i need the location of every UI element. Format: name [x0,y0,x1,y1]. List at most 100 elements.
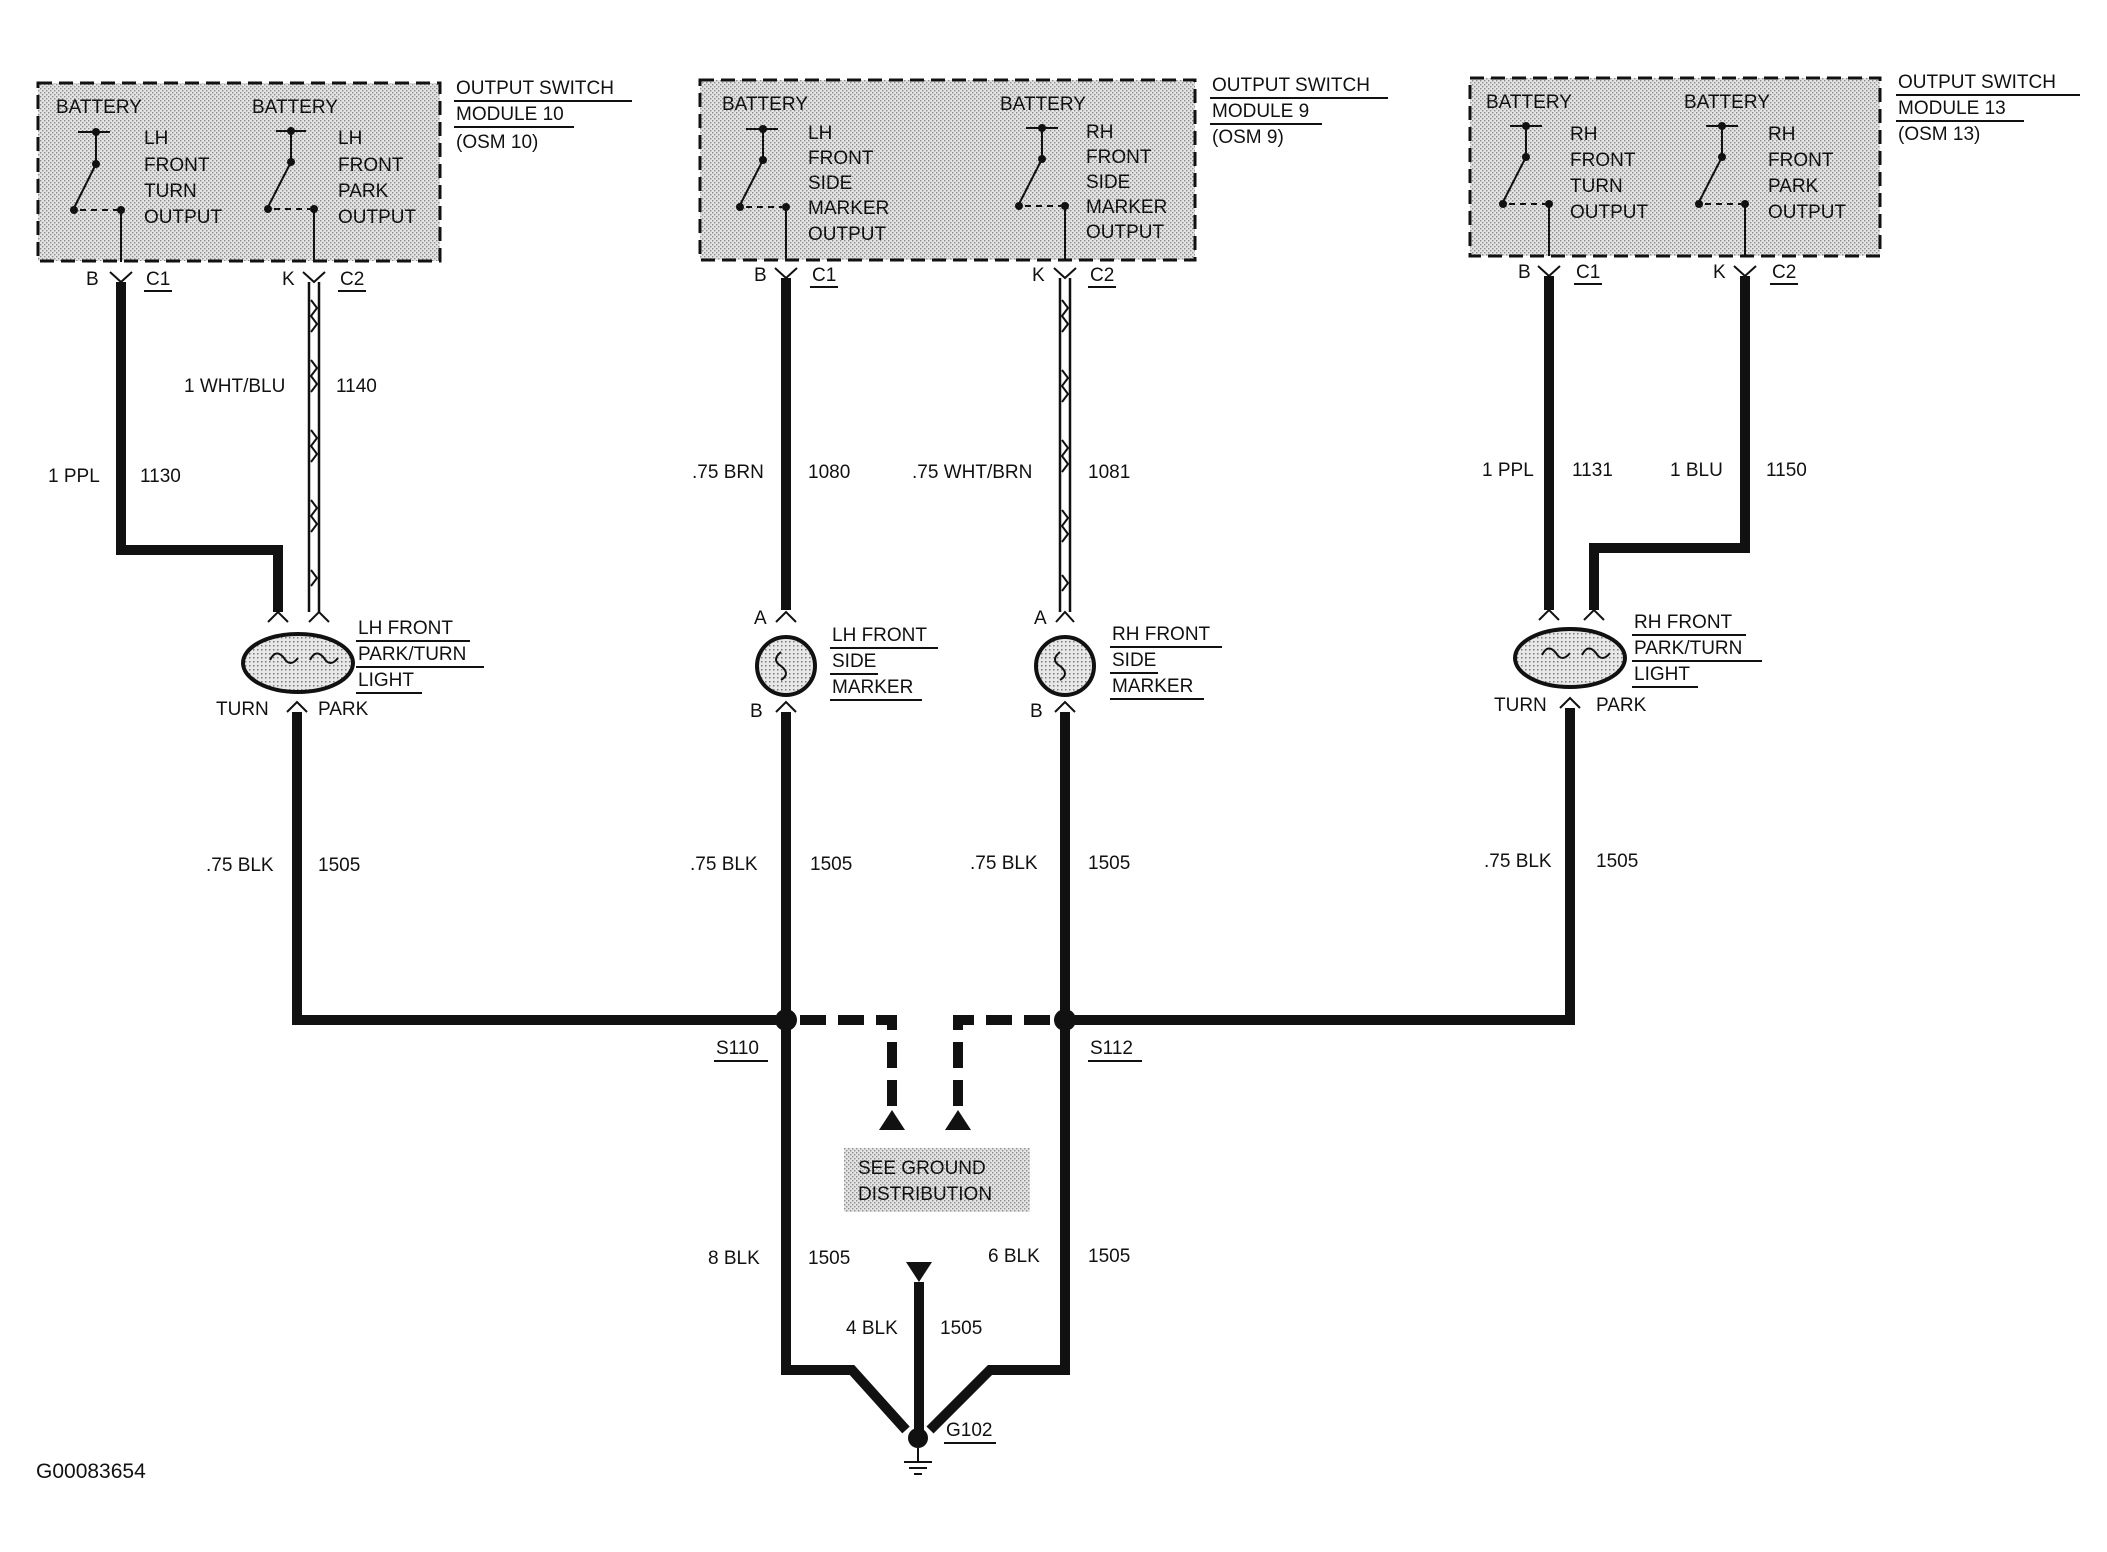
ground-rh-park-gauge: .75 BLK [1484,851,1552,872]
wire-1081 [1058,278,1072,612]
osm10-sw2-line3: PARK [338,181,389,202]
osm10-conn-c2: C2 [340,269,364,290]
osm13-pin-k: K [1713,262,1726,283]
osm13-title-2: MODULE 13 [1898,98,2006,119]
ground-center-circuit: 1505 [940,1318,982,1339]
osm9-sw1-line1: LH [808,123,832,144]
osm9-sw2-line4: MARKER [1086,197,1167,218]
osm10-sw2-line1: LH [338,128,362,149]
osm13-sw1-line3: TURN [1570,176,1623,197]
see-ground-distribution-note: SEE GROUND DISTRIBUTION [844,1148,1030,1212]
ground-rh-park-circuit: 1505 [1596,851,1638,872]
output-switch-module-9: BATTERY LH FRONT SIDE MARKER OUTPUT BATT… [698,75,1388,288]
osm13-title-1: OUTPUT SWITCH [1898,72,2056,93]
rh-side-name-3: MARKER [1112,676,1193,697]
wire-1130 [116,282,283,612]
osm9-title-3: (OSM 9) [1212,127,1284,148]
ground-wire-right-trunk [926,1020,1070,1434]
lh-park-turn-name-1: LH FRONT [358,618,453,639]
osm10-sw1-line4: OUTPUT [144,207,223,228]
osm9-switch-rh-front-side-marker: BATTERY RH FRONT SIDE MARKER OUTPUT [1000,94,1167,260]
lh-park-turn-term-turn: TURN [216,699,269,720]
lh-front-side-marker: A B LH FRONT SIDE MARKER [750,608,938,722]
lh-park-turn-term-park: PARK [318,699,369,720]
wire-1131-gauge: 1 PPL [1482,460,1534,481]
osm10-sw2-line4: OUTPUT [338,207,417,228]
ground-wire-left-trunk [781,1020,910,1434]
ground-note-line2: DISTRIBUTION [858,1184,992,1205]
ground-left-trunk-circuit: 1505 [808,1248,850,1269]
ground-center-gauge: 4 BLK [846,1318,898,1339]
lh-park-turn-name-3: LIGHT [358,670,414,691]
osm9-sw1-line3: SIDE [808,173,852,194]
wire-1150-gauge: 1 BLU [1670,460,1723,481]
lh-side-term-a: A [754,608,767,629]
osm10-pin-k: K [282,269,295,290]
rh-park-turn-name-1: RH FRONT [1634,612,1733,633]
wire-1140 [307,282,321,612]
osm10-sw1-line1: LH [144,128,168,149]
osm13-switch-rh-front-turn: BATTERY RH FRONT TURN OUTPUT [1486,92,1649,256]
splice-s112-label: S112 [1090,1038,1133,1059]
osm9-title-1: OUTPUT SWITCH [1212,75,1370,96]
output-switch-module-13: BATTERY RH FRONT TURN OUTPUT BATTERY RH … [1468,72,2080,285]
rh-park-turn-name-2: PARK/TURN [1634,638,1742,659]
ground-dist-arrow-left [879,1110,905,1130]
output-switch-module-10: BATTERY LH FRONT TURN OUTPUT BATTERY LH … [36,78,632,292]
osm13-sw2-line1: RH [1768,124,1795,145]
osm13-conn-c1: C1 [1576,262,1600,283]
osm13-title-3: (OSM 13) [1898,124,1980,145]
lh-park-turn-name-2: PARK/TURN [358,644,466,665]
osm13-sw2-line2: FRONT [1768,150,1834,171]
rh-park-turn-term-park: PARK [1596,695,1647,716]
ground-lh-side-gauge: .75 BLK [690,854,758,875]
osm9-sw2-line3: SIDE [1086,172,1130,193]
osm13-switch-rh-front-park: BATTERY RH FRONT PARK OUTPUT [1684,92,1847,256]
wire-1081-circuit: 1081 [1088,462,1130,483]
lh-side-term-b: B [750,701,763,722]
osm10-sw2-battery: BATTERY [252,97,338,118]
osm13-sw1-line2: FRONT [1570,150,1636,171]
osm10-sw1-line3: TURN [144,181,197,202]
osm10-box [36,81,442,263]
osm10-conn-c1: C1 [146,269,170,290]
ground-wire-rh-park-turn [1075,708,1575,1025]
osm9-sw1-battery: BATTERY [722,94,808,115]
osm13-pin-b: B [1518,262,1531,283]
osm10-switch-lh-front-turn: BATTERY LH FRONT TURN OUTPUT [56,97,223,262]
osm9-pin-b: B [754,265,767,286]
wire-1130-circuit: 1130 [140,466,181,487]
figure-id: G00083654 [36,1460,146,1483]
rh-park-turn-term-turn: TURN [1494,695,1547,716]
wire-1130-gauge: 1 PPL [48,466,100,487]
rh-front-side-marker: A B RH FRONT SIDE MARKER [1030,608,1222,722]
osm9-conn-c2: C2 [1090,265,1114,286]
osm13-conn-c2: C2 [1772,262,1796,283]
lh-front-park-turn-light: TURN PARK LH FRONT PARK/TURN LIGHT [216,610,484,720]
ground-left-trunk-gauge: 8 BLK [708,1248,760,1269]
osm9-conn-c1: C1 [812,265,836,286]
osm9-sw2-line2: FRONT [1086,147,1152,168]
rh-side-term-a: A [1034,608,1047,629]
wire-1080-circuit: 1080 [808,462,850,483]
wire-1140-circuit: 1140 [336,376,377,397]
rh-front-park-turn-light: TURN PARK RH FRONT PARK/TURN LIGHT [1494,608,1762,716]
ground-dist-link-right [953,1015,1050,1112]
osm13-sw1-line4: OUTPUT [1570,202,1649,223]
rh-side-term-b: B [1030,701,1043,722]
osm13-sw2-line4: OUTPUT [1768,202,1847,223]
ground-g102-symbol [904,1428,932,1475]
rh-side-name-2: SIDE [1112,650,1156,671]
osm9-sw2-line1: RH [1086,122,1113,143]
ground-note-line1: SEE GROUND [858,1158,986,1179]
wire-1080-gauge: .75 BRN [692,462,764,483]
ground-lh-side-circuit: 1505 [810,854,852,875]
ground-lh-park-gauge: .75 BLK [206,855,274,876]
ground-rh-side-gauge: .75 BLK [970,853,1038,874]
lh-side-name-3: MARKER [832,677,913,698]
osm9-title-2: MODULE 9 [1212,101,1309,122]
ground-right-trunk-circuit: 1505 [1088,1246,1130,1267]
osm9-switch-lh-front-side-marker: BATTERY LH FRONT SIDE MARKER OUTPUT [722,94,889,260]
osm13-sw1-battery: BATTERY [1486,92,1572,113]
osm9-box [698,78,1197,262]
